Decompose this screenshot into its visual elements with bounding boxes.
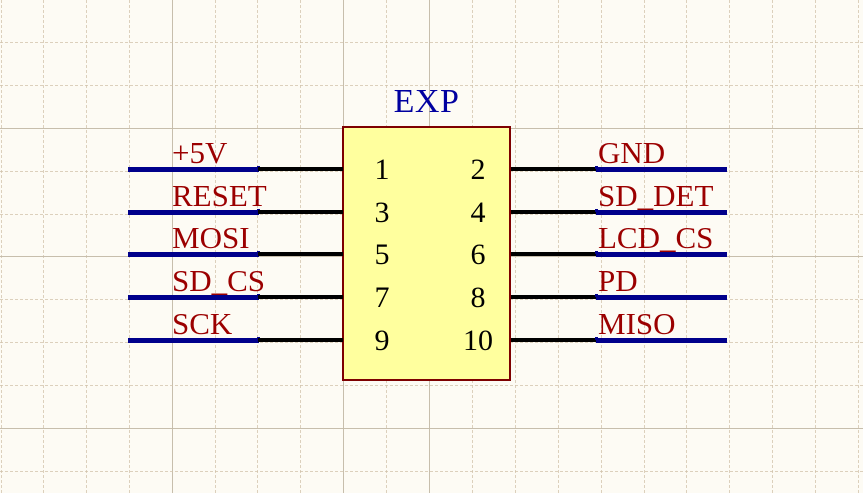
grid-line-horizontal — [0, 385, 863, 387]
grid-line-vertical — [85, 0, 87, 493]
net-label-left-1[interactable]: +5V — [172, 135, 228, 170]
pin-number-4: 4 — [470, 196, 486, 229]
grid-line-vertical — [257, 0, 259, 493]
pin-number-9: 9 — [374, 324, 390, 357]
grid-line-horizontal — [0, 41, 863, 43]
pin-line-2[interactable] — [511, 167, 597, 171]
grid-line-vertical — [300, 0, 302, 493]
grid-line-vertical — [815, 0, 817, 493]
pin-line-6[interactable] — [511, 252, 597, 256]
net-label-right-2[interactable]: GND — [598, 135, 666, 170]
wire-net-lcd-cs[interactable] — [596, 252, 727, 257]
component-reference-label: EXP — [393, 83, 460, 120]
pin-number-8: 8 — [470, 281, 486, 314]
pin-number-2: 2 — [470, 153, 486, 186]
net-label-left-7[interactable]: SD_CS — [172, 263, 266, 298]
pin-line-1[interactable] — [258, 167, 343, 171]
net-label-left-3[interactable]: RESET — [172, 178, 267, 213]
grid-line-horizontal-major — [0, 428, 863, 429]
net-label-right-8[interactable]: PD — [598, 263, 638, 298]
wire-net-gnd[interactable] — [596, 167, 727, 172]
grid-line-vertical — [557, 0, 559, 493]
wire-net-5v[interactable] — [128, 167, 259, 172]
net-label-left-9[interactable]: SCK — [172, 306, 233, 341]
grid-line-vertical — [729, 0, 731, 493]
wire-net-pd[interactable] — [596, 295, 727, 300]
pin-line-8[interactable] — [511, 295, 597, 299]
net-label-right-10[interactable]: MISO — [598, 306, 676, 341]
pin-line-7[interactable] — [258, 295, 343, 299]
wire-net-sd-det[interactable] — [596, 210, 727, 215]
grid-line-vertical — [128, 0, 130, 493]
net-label-right-6[interactable]: LCD_CS — [598, 220, 714, 255]
grid-line-horizontal — [0, 470, 863, 472]
pin-line-4[interactable] — [511, 210, 597, 214]
pin-number-7: 7 — [374, 281, 390, 314]
grid-line-vertical — [514, 0, 516, 493]
pin-number-5: 5 — [374, 238, 390, 271]
pin-number-10: 10 — [463, 324, 493, 357]
pin-line-10[interactable] — [511, 338, 597, 342]
net-label-right-4[interactable]: SD_DET — [598, 178, 714, 213]
wire-net-reset[interactable] — [128, 210, 259, 215]
grid-line-vertical — [772, 0, 774, 493]
grid-line-vertical — [0, 0, 2, 493]
grid-line-vertical — [42, 0, 44, 493]
pin-number-6: 6 — [470, 238, 486, 271]
wire-net-sd-cs[interactable] — [128, 295, 259, 300]
pin-number-1: 1 — [374, 153, 390, 186]
net-label-left-5[interactable]: MOSI — [172, 220, 250, 255]
pin-line-9[interactable] — [258, 338, 343, 342]
wire-net-miso[interactable] — [596, 338, 727, 343]
grid-line-vertical — [858, 0, 859, 493]
pin-number-3: 3 — [374, 196, 390, 229]
pin-line-5[interactable] — [258, 252, 343, 256]
wire-net-mosi[interactable] — [128, 252, 259, 257]
component-body-exp[interactable] — [342, 126, 511, 381]
wire-net-sck[interactable] — [128, 338, 259, 343]
pin-line-3[interactable] — [258, 210, 343, 214]
